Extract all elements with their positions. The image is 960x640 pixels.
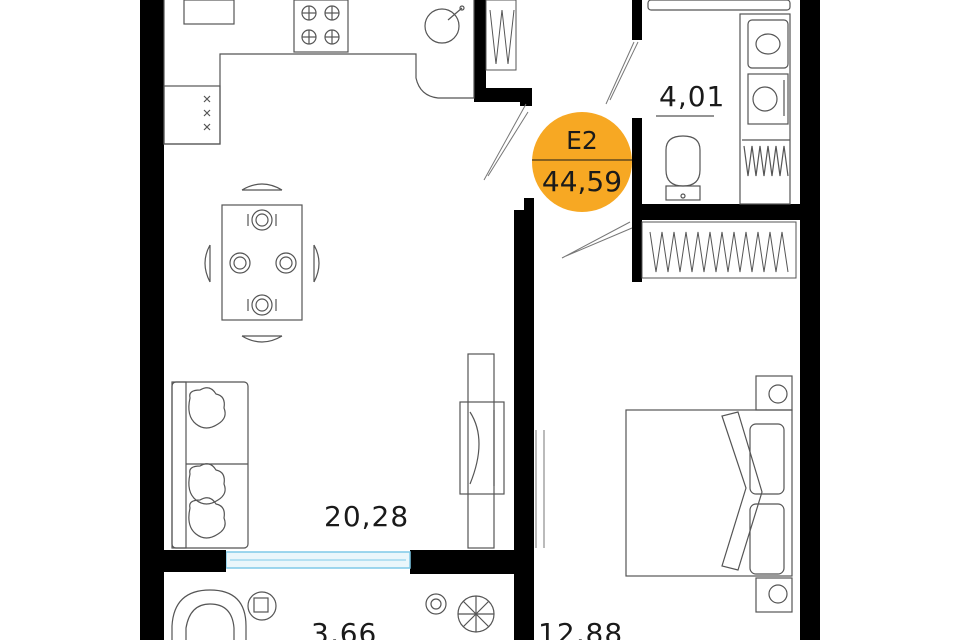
bathtub bbox=[647, 0, 791, 11]
door-entry bbox=[483, 103, 529, 181]
wall-bath-bottom bbox=[632, 204, 800, 220]
wall-balcony-right-down bbox=[516, 550, 534, 640]
washbasin bbox=[747, 19, 789, 69]
kitchen bbox=[163, 0, 475, 145]
wall-balcony-right bbox=[410, 550, 534, 574]
dishwasher bbox=[163, 85, 221, 145]
cooktop-burners bbox=[301, 5, 340, 45]
plant-pot-1 bbox=[425, 593, 447, 615]
sofa bbox=[171, 381, 249, 549]
unit-badge bbox=[532, 112, 632, 212]
chair-left bbox=[204, 244, 211, 283]
wall-wardrobe-left bbox=[632, 216, 642, 282]
door-bedroom-panel bbox=[535, 430, 545, 548]
bedroom-area-label: 12,88 bbox=[538, 617, 624, 640]
bedroom-wardrobe bbox=[641, 221, 797, 279]
place-settings bbox=[229, 209, 297, 316]
balcony-area-label: 3,66 bbox=[311, 617, 378, 640]
wall-hall-post bbox=[524, 198, 534, 212]
kitchen-sink bbox=[424, 8, 460, 44]
bath-wall-trim bbox=[739, 13, 791, 205]
sofa-pillow-3 bbox=[188, 497, 226, 539]
kitchen-counter bbox=[163, 0, 475, 145]
walls bbox=[140, 0, 820, 640]
wall-bath-left-top bbox=[632, 0, 642, 40]
unit-total-area: 44,59 bbox=[541, 165, 623, 198]
bathroom-area-label: 4,01 bbox=[659, 80, 726, 113]
lounge-chair bbox=[171, 589, 247, 640]
pantry-wardrobe bbox=[485, 0, 517, 71]
bathroom bbox=[647, 0, 791, 205]
bed-pillow-1 bbox=[749, 423, 785, 495]
wall-left-outer bbox=[140, 0, 164, 640]
dishwasher-marks bbox=[203, 95, 211, 131]
doors bbox=[483, 41, 639, 548]
wall-bedroom-left bbox=[514, 210, 534, 640]
toilet bbox=[665, 135, 701, 187]
bed-pillow-2 bbox=[749, 503, 785, 575]
nightstand-bottom bbox=[755, 577, 793, 613]
wall-pantry-bottom bbox=[474, 88, 529, 102]
bed-blanket bbox=[721, 411, 763, 571]
chair-right bbox=[313, 244, 320, 283]
bath-shelf bbox=[743, 145, 789, 177]
side-table bbox=[247, 591, 277, 621]
bed-frame bbox=[625, 409, 793, 577]
nightstand-top bbox=[755, 375, 793, 411]
living-kitchen-area-label: 20,28 bbox=[324, 500, 410, 533]
wall-right-outer bbox=[800, 0, 820, 640]
tv-stand bbox=[467, 353, 495, 549]
unit-code: E2 bbox=[566, 126, 598, 155]
chair-top bbox=[241, 183, 283, 191]
bed bbox=[625, 375, 793, 613]
wall-bath-left-mid bbox=[632, 118, 642, 216]
sofa-frame bbox=[171, 381, 249, 549]
tv-screen bbox=[459, 401, 505, 495]
unit-badge-circle bbox=[532, 112, 632, 212]
tv-unit bbox=[459, 353, 505, 549]
cooktop bbox=[293, 0, 349, 53]
wall-pantry-stub bbox=[520, 88, 532, 106]
sofa-back bbox=[171, 381, 187, 549]
plant-large bbox=[457, 595, 495, 633]
balcony-door bbox=[164, 550, 411, 572]
door-bathroom bbox=[605, 41, 639, 105]
wall-balcony-left bbox=[140, 550, 164, 640]
chair-bottom bbox=[241, 335, 283, 343]
door-bedroom bbox=[561, 221, 633, 259]
wall-balcony-stub bbox=[164, 550, 226, 572]
dining-set bbox=[204, 183, 320, 343]
washing-machine bbox=[747, 73, 789, 125]
balcony-furniture bbox=[171, 589, 495, 640]
sink-faucet bbox=[447, 7, 463, 21]
sofa-pillow-1 bbox=[188, 387, 226, 429]
dining-table bbox=[221, 204, 303, 321]
fridge bbox=[183, 0, 235, 25]
wall-pantry-left bbox=[474, 0, 486, 92]
